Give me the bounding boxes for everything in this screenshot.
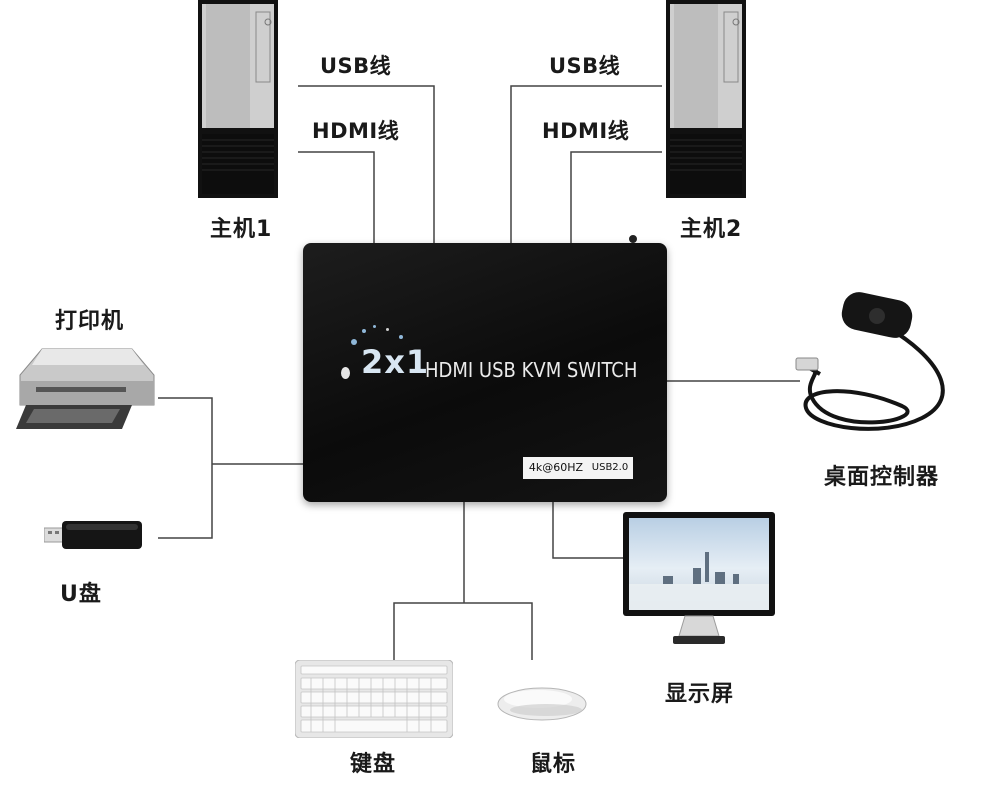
monitor-icon	[623, 512, 775, 644]
hdmi-cable-label-left: HDMI线	[312, 119, 400, 143]
keyboard-label: 键盘	[350, 752, 397, 777]
usb-cable-label-right: USB线	[549, 54, 621, 78]
hdmi-cable-label-right: HDMI线	[542, 119, 630, 143]
usb-badge: USB2.0	[587, 457, 633, 479]
printer-line	[158, 397, 213, 539]
logo-dot	[362, 329, 366, 333]
monitor-line	[552, 502, 625, 559]
host1-tower-icon	[198, 0, 278, 198]
desk-controller-label: 桌面控制器	[824, 465, 940, 490]
desk-controller-icon	[795, 292, 945, 431]
hdmi-line-right	[570, 151, 662, 243]
kvm-model-number: 2x1	[361, 343, 430, 381]
host2-tower-icon	[666, 0, 746, 198]
logo-dot	[341, 367, 350, 379]
keyboard-mouse-line	[393, 602, 533, 660]
usb-cable-label-left: USB线	[320, 54, 392, 78]
host1-label: 主机1	[210, 217, 273, 242]
mouse-icon	[497, 687, 587, 721]
switch-button-icon	[629, 235, 637, 243]
mouse-label: 鼠标	[530, 752, 577, 777]
logo-dot	[399, 335, 403, 339]
printer-icon	[16, 348, 155, 429]
resolution-badge: 4k@60HZ	[523, 457, 589, 479]
kvm-switch-box: 2x1 HDMI USB KVM SWITCH 4k@60HZ USB2.0	[303, 235, 667, 502]
usb-line-left	[298, 85, 435, 243]
udisk-label: U盘	[60, 582, 102, 607]
usb-flash-drive-icon	[44, 521, 142, 549]
logo-dot	[373, 325, 376, 328]
host2-label: 主机2	[680, 217, 743, 242]
printer-label: 打印机	[55, 309, 125, 334]
keyboard-icon	[295, 660, 453, 738]
kvm-model-name: HDMI USB KVM SWITCH	[425, 358, 638, 382]
logo-dot	[386, 328, 389, 331]
usb-line-right	[510, 85, 662, 243]
hdmi-line-left	[298, 151, 375, 243]
logo-dot	[351, 339, 357, 345]
monitor-label: 显示屏	[665, 682, 735, 707]
